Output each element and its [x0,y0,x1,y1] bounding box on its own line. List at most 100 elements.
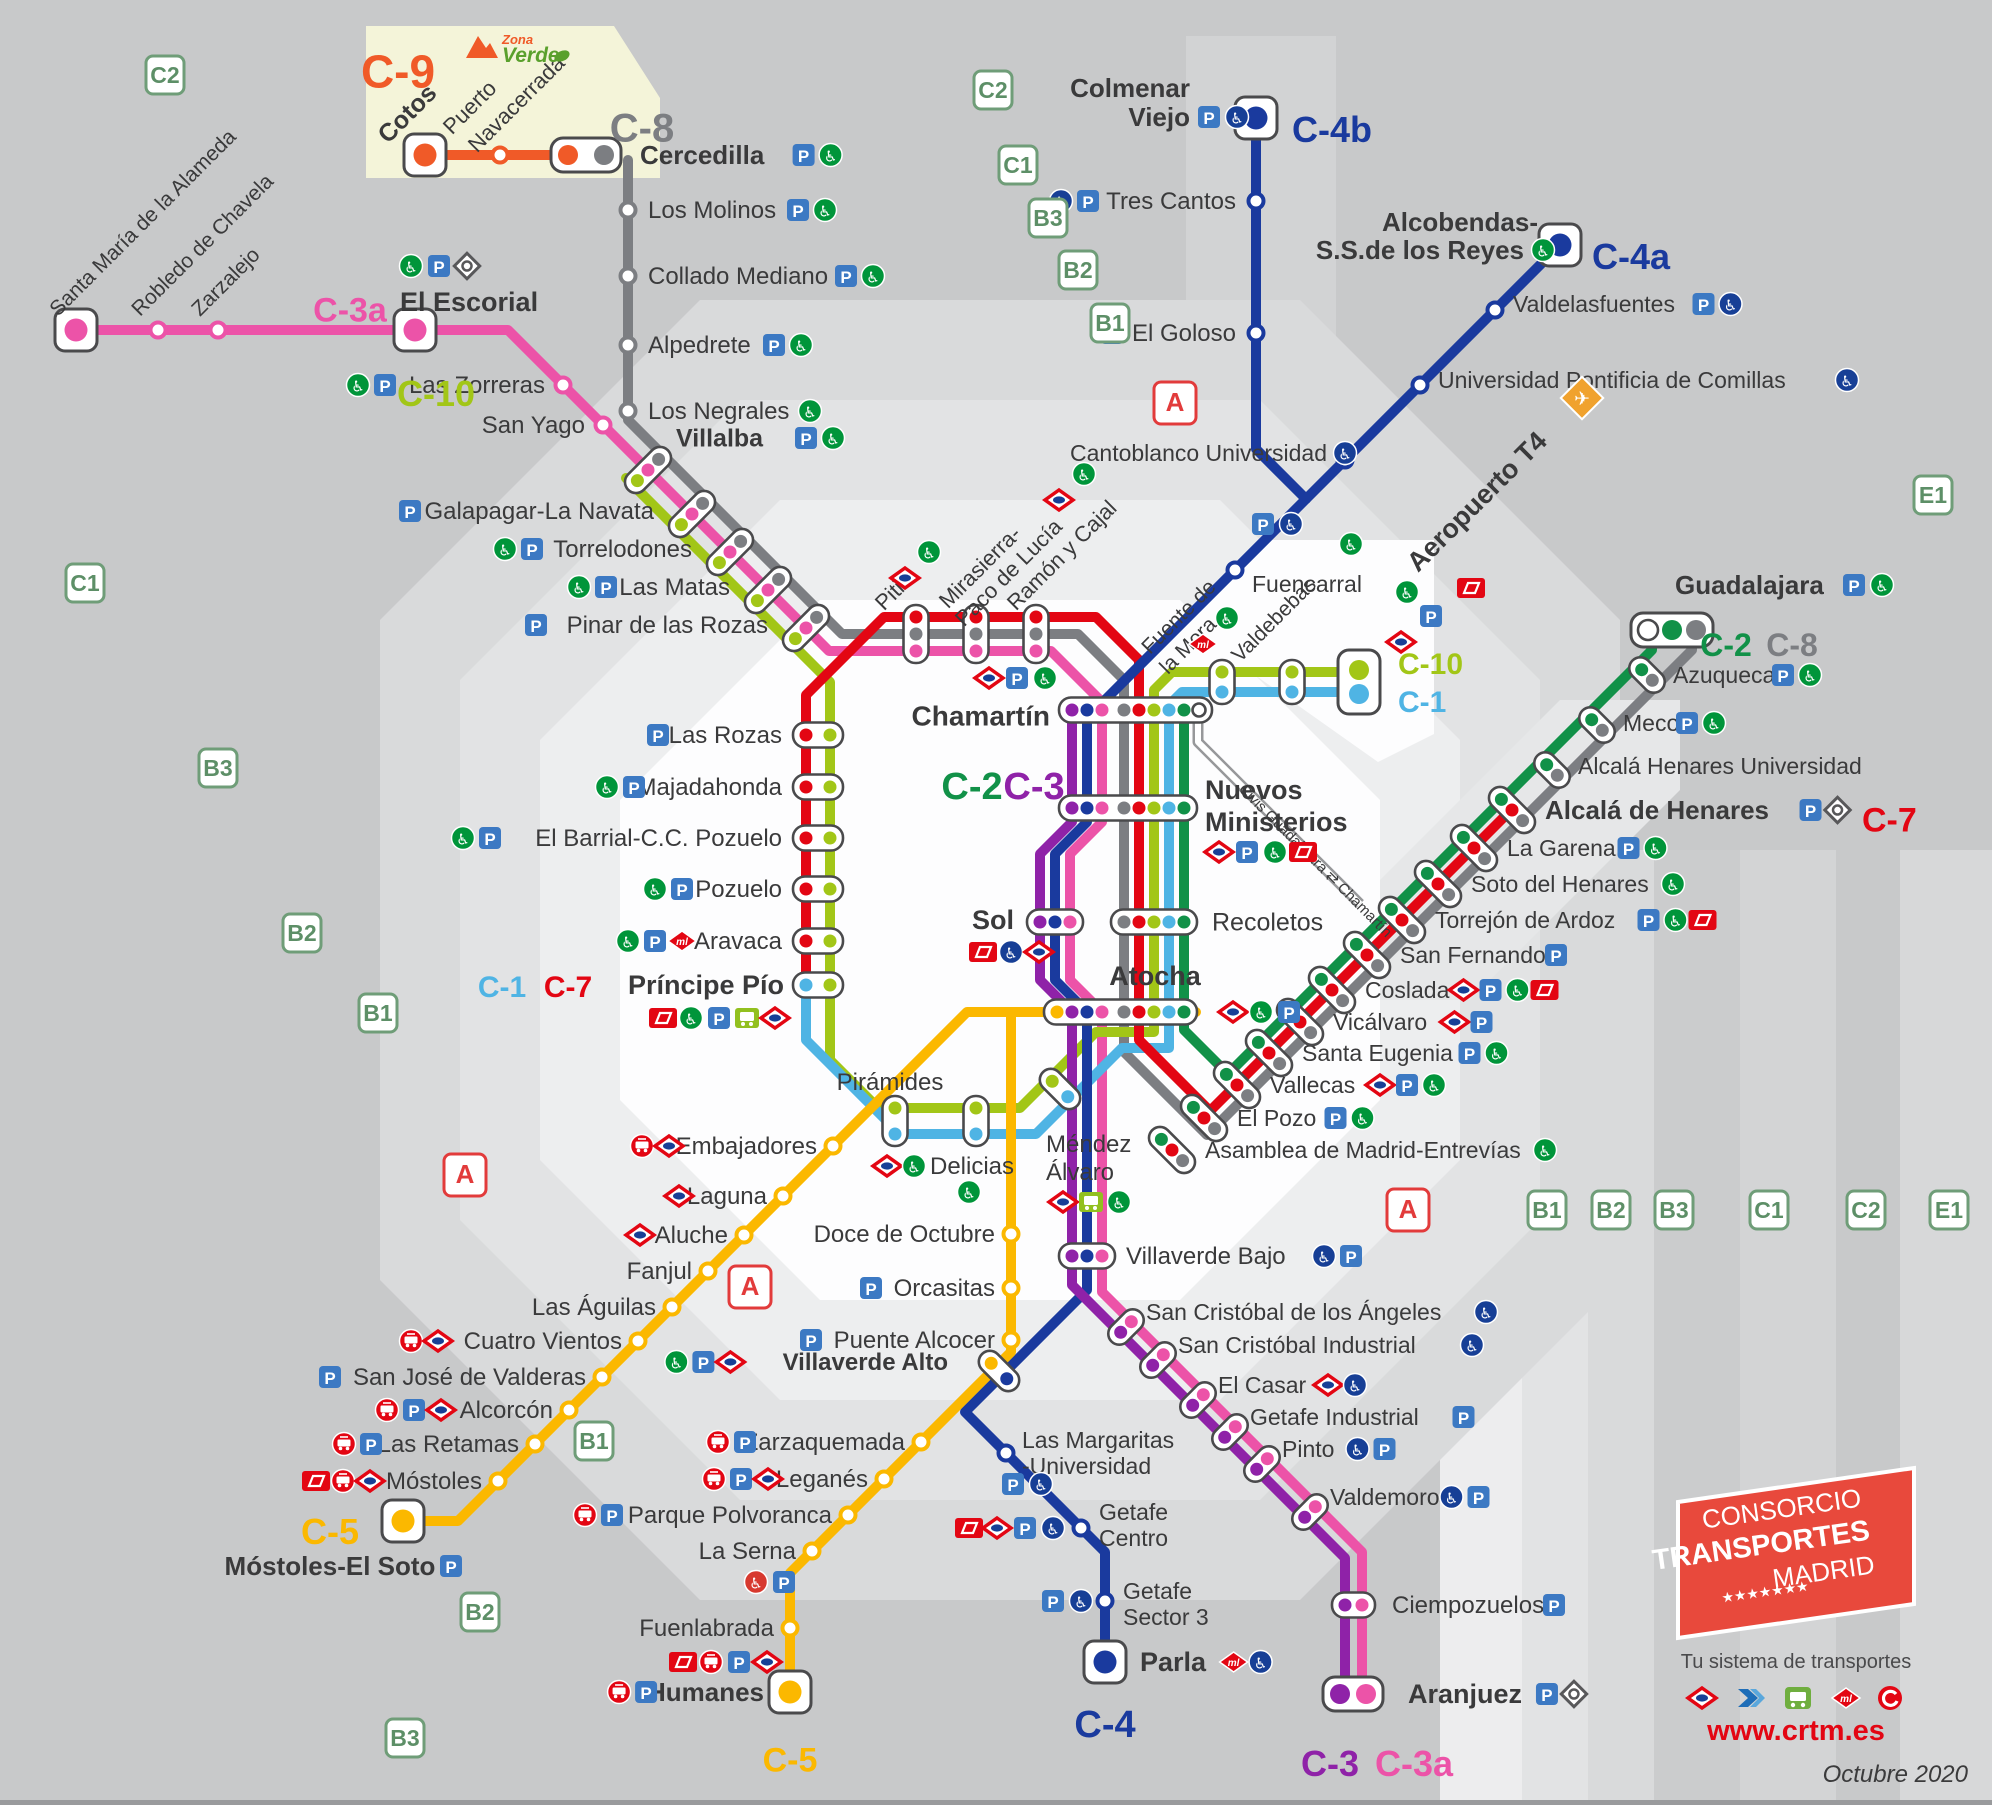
P-icon: P [1535,1683,1558,1705]
station-label: Recoletos [1212,909,1323,937]
label: B1 [1095,310,1125,336]
accG-icon: ♿ [1663,907,1688,933]
accN-icon: ♿ [1248,1649,1273,1675]
label: E1 [1919,482,1947,508]
station-label: Galapagar-La Navata [425,498,655,525]
P-icon: P [647,724,669,746]
interchange-icon [1559,1679,1589,1709]
P-icon: P [708,1007,730,1029]
metro-icon [622,1222,658,1248]
label: P [713,1010,724,1029]
P-icon: P [773,1571,795,1593]
station-Universidad Pontificia de Comillas [1410,375,1430,395]
station-Las Aguilas [662,1297,682,1317]
metro-icon [1684,1685,1720,1711]
metro-icon [420,1328,456,1354]
line-badge-C-5: C-5 [301,1511,359,1552]
station-Alcorcon [559,1400,579,1420]
station-Zarzaquemada [911,1432,931,1452]
interchange-icon [1822,795,1853,825]
label: P [640,1684,651,1703]
station-Las Rozas [791,721,845,749]
label: C2 [150,62,179,88]
station-Humanes [767,1669,813,1715]
accG-icon: ♿ [1505,977,1530,1003]
accN-icon: ♿ [1332,440,1358,466]
accG-icon: ♿ [818,142,843,168]
label: P [324,1369,335,1388]
station-Coslada [1307,965,1357,1015]
label: ♿ [818,204,831,221]
label: P [1550,947,1561,966]
station-label: Asamblea de Madrid-Entrevías [1205,1137,1521,1163]
label: ♿ [456,832,469,849]
line-badge-C-2: C-2 [1700,627,1752,663]
label: ♿ [794,339,807,356]
zone-badge-B3: B3 [384,1717,426,1759]
label: ♿ [1038,672,1051,689]
station-Getafe Centro [1071,1518,1091,1538]
label: ♿ [1490,1047,1503,1064]
businter-icon [969,942,997,962]
station-Soto del Henares [1413,859,1463,909]
line-badge-C-10: C-10 [397,373,475,414]
P-icon: P [1452,1406,1475,1428]
station-Meco [1577,705,1617,745]
label: ♿ [962,1186,975,1203]
accN-icon: ♿ [1040,1515,1066,1541]
P-icon: P [1676,712,1698,734]
map-label: Getafe [1099,1499,1168,1525]
accN-icon: ♿ [1224,104,1250,130]
station-Colmenar Viejo [1233,95,1279,141]
label: ♿ [922,546,935,563]
station-label: Doce de Octubre [814,1221,995,1248]
zone-badge-B2: B2 [1590,1189,1632,1231]
line-badge-C-10: C-10 [1398,648,1463,681]
P-icon: P [1843,574,1865,596]
label: ♿ [749,1576,762,1593]
P-icon: P [728,1651,750,1673]
label: P [1007,1476,1018,1495]
label: P [768,337,779,356]
station-Valdelasfuentes [1485,300,1505,320]
station-Villaverde Bajo [1057,1242,1117,1270]
label: P [778,1574,789,1593]
label: ♿ [1803,669,1816,686]
station-Cercedilla [549,136,623,174]
label: C1 [1003,152,1033,178]
station-label: El Barrial-C.C. Pozuelo [535,825,782,852]
label: C1 [70,570,100,596]
line-badge-C-3: C-3 [1301,1743,1359,1784]
station-La Serna [802,1541,822,1561]
station-Galapagar-La Navata [667,489,717,539]
label: ♿ [1004,946,1017,963]
station-Santa Maria de la Alameda [53,307,99,353]
station-label: San Fernando [1400,942,1546,968]
label: ♿ [1268,846,1281,863]
label: B1 [1532,1197,1562,1223]
P-icon: P [360,1433,382,1455]
P-icon: P [1042,1590,1064,1612]
station-label: Laguna [687,1183,768,1210]
label: P [733,1654,744,1673]
station-label: Alcorcón [460,1397,553,1424]
line-badge-C-7: C-7 [544,971,592,1004]
station-Ramon y Cajal [1022,603,1050,665]
station-Laguna [773,1186,793,1206]
label: P [1425,608,1436,627]
zone-badge-B1: B1 [573,1420,615,1462]
station-Villalba [623,445,673,495]
label: B1 [363,1000,393,1026]
accG-icon: ♿ [916,539,942,565]
station-label: El Goloso [1132,320,1236,347]
station-Ciempozuelos [1330,1591,1377,1619]
swirl-icon [1878,1686,1902,1710]
accN-icon: ♿ [1718,291,1743,317]
accG-icon: ♿ [1869,572,1895,598]
zone-badge-A: A [727,1264,773,1310]
label: ml [1228,1658,1240,1669]
station-Puente Alcocer [1001,1330,1021,1350]
accN-icon: ♿ [998,939,1024,965]
station-Delicias [962,1094,990,1148]
emt-icon [629,1133,655,1159]
